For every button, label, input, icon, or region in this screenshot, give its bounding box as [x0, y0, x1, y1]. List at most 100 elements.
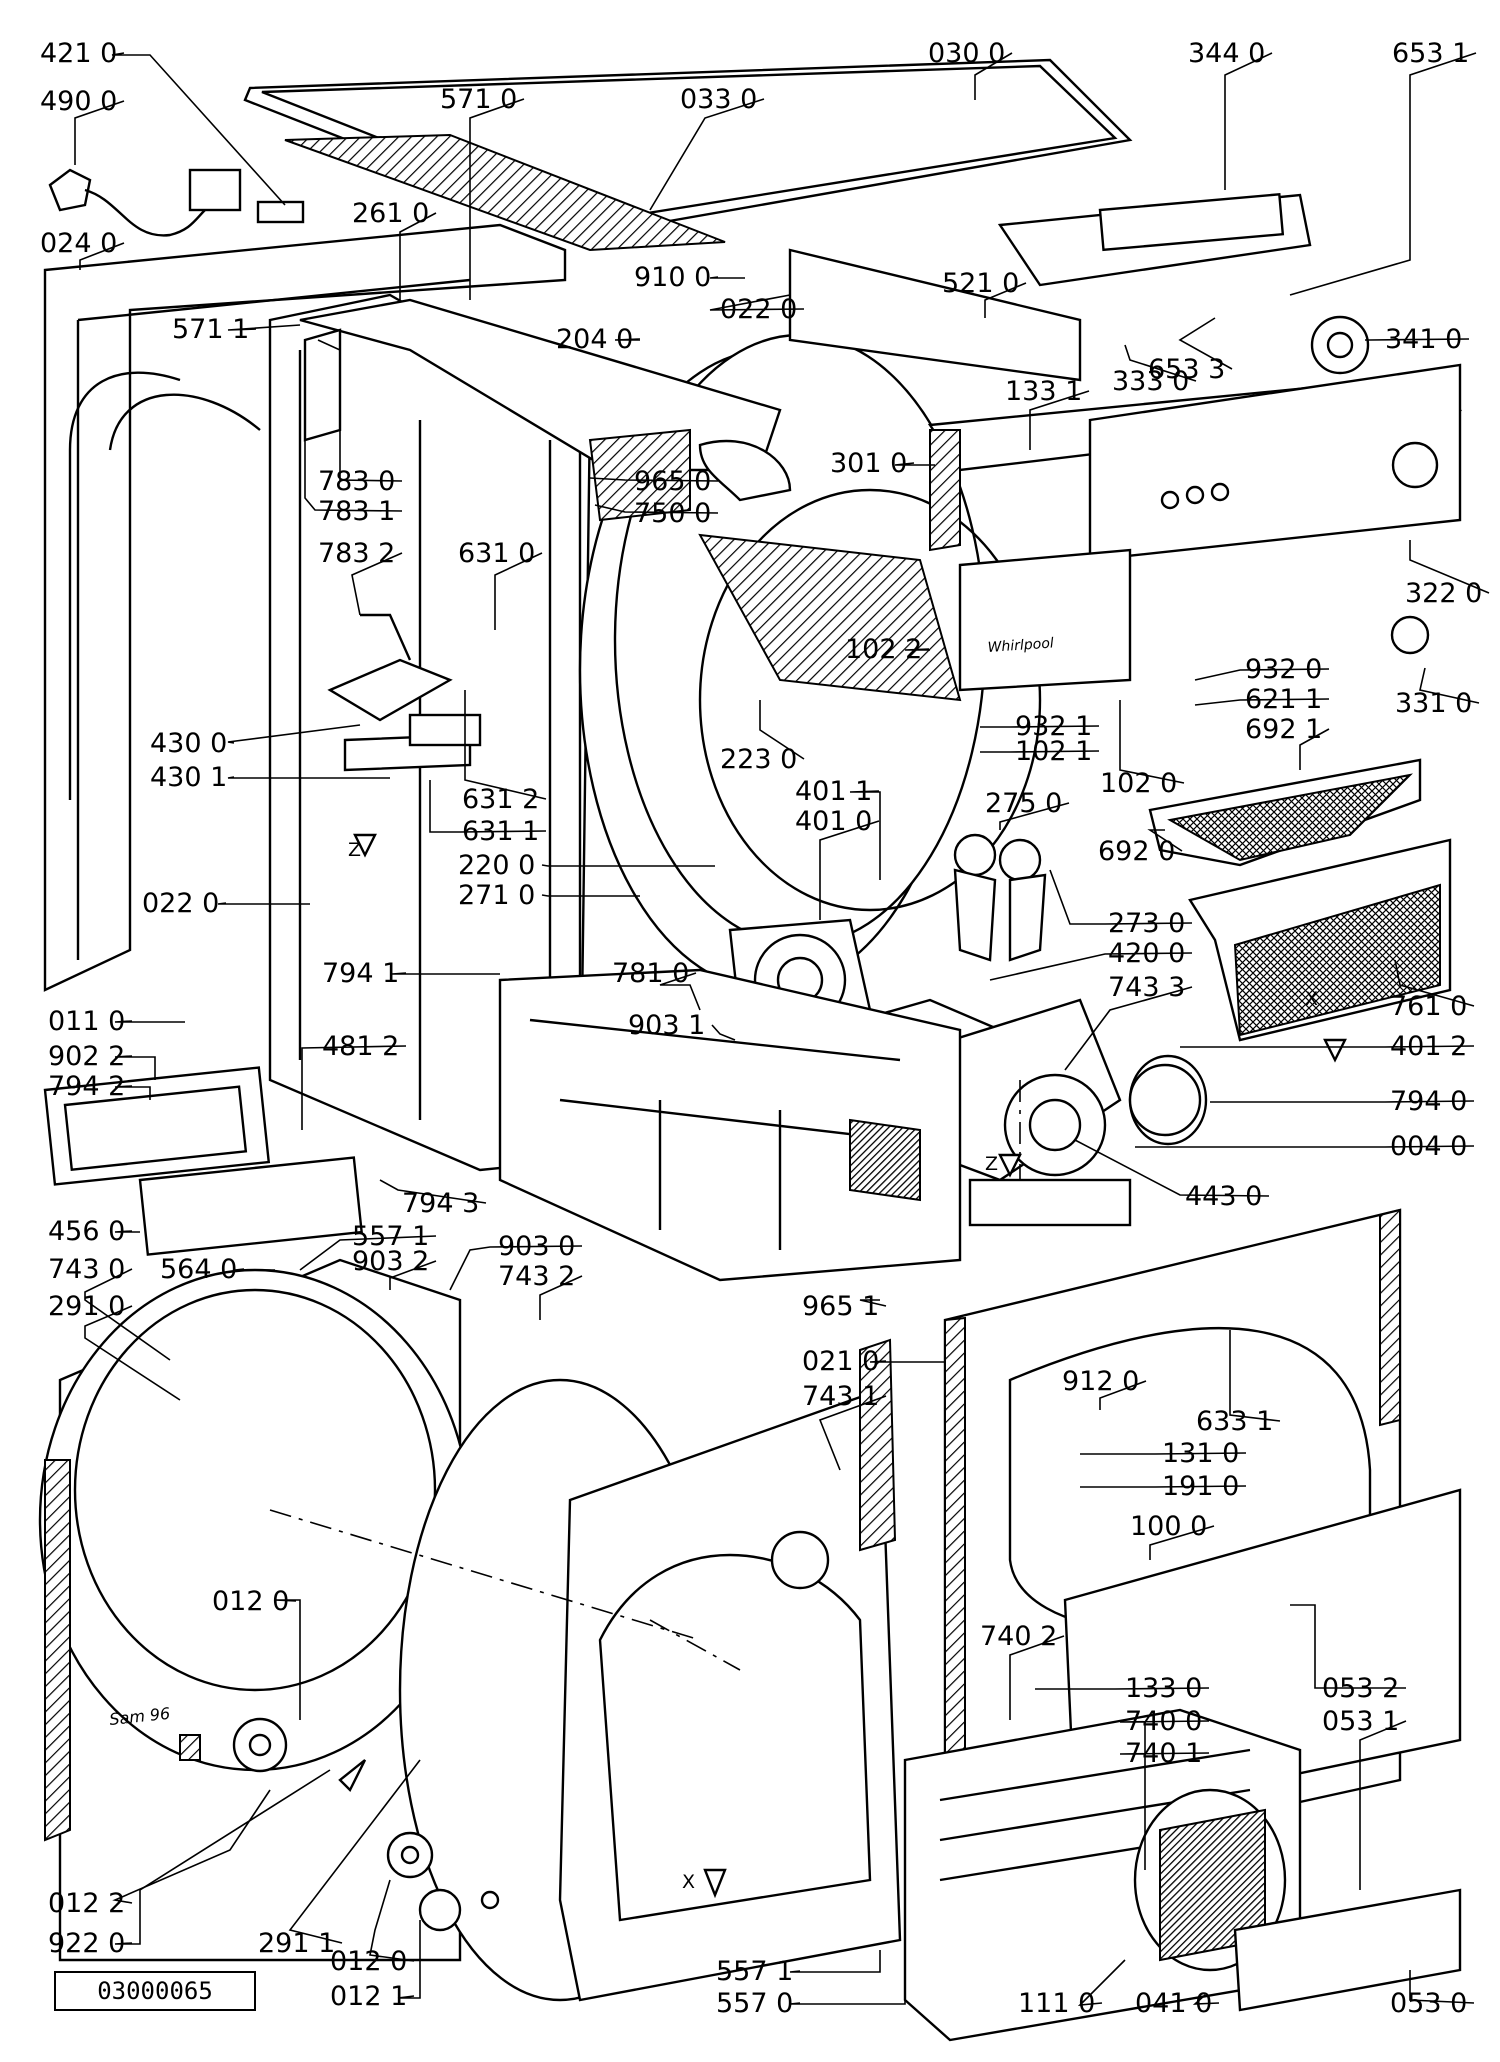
leader-c1110 [1077, 1959, 1126, 2006]
front-panel [38, 1258, 472, 1962]
callout-c9030: 903 0 [498, 1231, 575, 1262]
leader-c7432 [539, 1275, 583, 1320]
leader-c3330 [1124, 344, 1197, 382]
leader-c0300 [974, 52, 1013, 100]
callout-c6920: 692 0 [1098, 836, 1175, 867]
leader-c4430 [1074, 1139, 1270, 1197]
drawing-code-box: 03000065 [54, 1971, 256, 2011]
callout-c4900: 490 0 [40, 86, 117, 117]
callout-c0531: 053 1 [1322, 1706, 1399, 1737]
callout-c0330: 033 0 [680, 84, 757, 115]
axis-marker-x2: X [1305, 988, 1318, 1010]
callout-c4200: 420 0 [1108, 938, 1185, 969]
callout-c7432: 743 2 [498, 1261, 575, 1292]
callout-c0210: 021 0 [802, 1346, 879, 1377]
leader-c9120 [1099, 1380, 1147, 1410]
leader-c2750 [999, 802, 1070, 830]
callout-c7400: 740 0 [1125, 1706, 1202, 1737]
leader-c3440 [1224, 52, 1273, 190]
callout-c3410: 341 0 [1385, 324, 1462, 355]
callout-c4011: 401 1 [795, 776, 872, 807]
callout-c1910: 191 0 [1162, 1471, 1239, 1502]
kickplate [1233, 1888, 1462, 2012]
leader-c6533 [1178, 317, 1233, 370]
callout-c7943: 794 3 [402, 1188, 479, 1219]
leader-c5571 [299, 1235, 437, 1271]
callout-c9120: 912 0 [1062, 1366, 1139, 1397]
callout-c7401: 740 1 [1125, 1738, 1202, 1769]
callout-c7500: 750 0 [634, 498, 711, 529]
leader-c7831 [304, 430, 403, 512]
callout-c3220: 322 0 [1405, 578, 1482, 609]
callout-c9032: 903 2 [352, 1246, 429, 1277]
callout-c7831: 783 1 [318, 496, 395, 527]
callout-c2610: 261 0 [352, 198, 429, 229]
callout-c2750: 275 0 [985, 788, 1062, 819]
leader-c0040 [1135, 1145, 1475, 1148]
leader-c9032 [389, 1260, 437, 1290]
leader-c2730 [1049, 869, 1193, 925]
callout-c6533: 653 3 [1148, 354, 1225, 385]
brand-logo: Whirlpool [987, 635, 1054, 656]
leader-c0532 [1290, 1604, 1406, 1689]
leader-c6211 [1194, 698, 1330, 706]
leader-c4301 [227, 776, 390, 779]
callout-c9100: 910 0 [634, 262, 711, 293]
callout-c7430: 743 0 [48, 1254, 125, 1285]
leader-c0120a [274, 1599, 301, 1720]
callout-c2730: 273 0 [1108, 908, 1185, 939]
leader-c9100 [709, 276, 745, 279]
callout-c9651: 965 1 [802, 1291, 879, 1322]
leader-c4812 [301, 1045, 407, 1130]
leader-c4300 [227, 724, 361, 744]
callout-c1022a: 102 2 [845, 634, 922, 665]
leader-c0220b [217, 902, 310, 905]
leader-c1021 [980, 750, 1100, 753]
leader-c5710 [469, 98, 525, 300]
leader-c3410 [1365, 338, 1470, 341]
leader-c9022 [114, 1055, 156, 1080]
axis-marker-z1: Z [348, 839, 361, 861]
callout-c6311: 631 1 [462, 816, 539, 847]
leader-c7400 [1119, 1720, 1210, 1870]
leader-c1330 [1035, 1687, 1210, 1690]
leader-c1331 [1029, 390, 1090, 450]
callout-c6211: 621 1 [1245, 684, 1322, 715]
callout-c5710: 571 0 [440, 84, 517, 115]
leader-c7810 [659, 972, 701, 1011]
callout-c9022: 902 2 [48, 1041, 125, 1072]
callout-c7942: 794 2 [48, 1071, 125, 1102]
belt-tensioner [953, 833, 1047, 962]
callout-c7610: 761 0 [1390, 991, 1467, 1022]
leader-c7402 [1009, 1635, 1065, 1720]
leader-c7943 [379, 1179, 487, 1204]
leader-c6531 [1289, 52, 1477, 296]
control-fascia [788, 248, 1462, 692]
leader-c5210 [984, 282, 1027, 318]
leader-c3220 [1409, 540, 1490, 594]
callout-c5571: 557 1 [352, 1221, 429, 1252]
callout-c1000: 100 0 [1130, 1511, 1207, 1542]
leader-c7940 [1210, 1100, 1475, 1103]
leader-c9320 [1194, 668, 1330, 681]
callout-c1310: 131 0 [1162, 1438, 1239, 1469]
callout-c1021: 102 1 [1015, 736, 1092, 767]
callout-c0240: 024 0 [40, 228, 117, 259]
callout-c7940: 794 0 [1390, 1086, 1467, 1117]
callout-c0121: 012 1 [330, 1981, 407, 2012]
leader-c3010 [894, 462, 935, 466]
heater-duct [43, 1066, 363, 1256]
leader-c7431 [818, 1395, 887, 1471]
callout-c0120b: 012 0 [330, 1946, 407, 1977]
leader-lines [74, 52, 1490, 2006]
leader-c1022a [904, 648, 930, 651]
callout-c0530: 053 0 [1390, 1988, 1467, 2019]
callout-c4210: 421 0 [40, 38, 117, 69]
power-cord [48, 168, 305, 237]
callout-c6312: 631 2 [462, 784, 539, 815]
callout-c3310: 331 0 [1395, 688, 1472, 719]
callout-c5711: 571 1 [172, 314, 249, 345]
leader-c1910 [1080, 1485, 1247, 1488]
leader-c7500 [594, 504, 719, 514]
